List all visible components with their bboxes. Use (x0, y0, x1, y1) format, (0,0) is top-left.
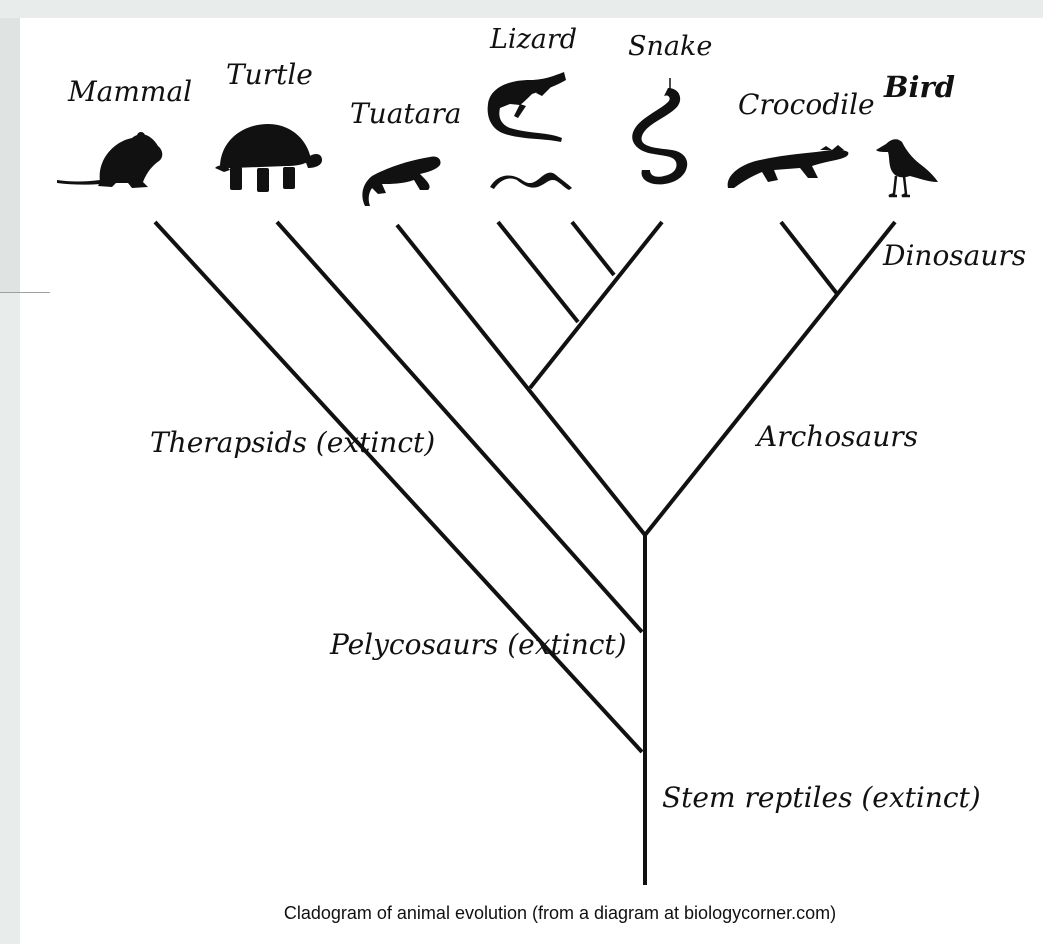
bird-icon (876, 139, 938, 196)
clade-label-dinosaurs: Dinosaurs (882, 239, 1026, 272)
branch-mammal (155, 222, 642, 752)
clade-label-therapsids: Therapsids (extinct) (150, 426, 435, 459)
taxon-label-snake: Snake (628, 31, 712, 62)
branch-snake (530, 222, 662, 388)
branch-tuatara (397, 225, 645, 535)
crocodile-icon (728, 145, 849, 188)
taxon-label-crocodile: Crocodile (738, 88, 875, 121)
clade-label-pelycosaurs: Pelycosaurs (extinct) (329, 628, 627, 661)
snake-icon (632, 78, 687, 184)
taxon-label-lizard: Lizard (489, 24, 577, 55)
branch-bird (645, 222, 895, 535)
taxon-label-mammal: Mammal (67, 75, 192, 108)
branch-lizard-b (572, 222, 614, 275)
taxon-label-bird: Bird (883, 70, 955, 104)
clade-label-archosaurs: Archosaurs (754, 420, 918, 453)
taxon-label-turtle: Turtle (226, 58, 313, 91)
branch-crocodile (781, 222, 838, 295)
tuatara-icon (362, 157, 440, 206)
turtle-icon (215, 124, 322, 192)
mammal-icon (57, 132, 162, 188)
lizard-icon (488, 72, 572, 190)
taxon-label-tuatara: Tuatara (350, 97, 461, 130)
clade-label-stem-reptiles: Stem reptiles (extinct) (662, 781, 981, 814)
branch-lizard (498, 222, 578, 322)
figure-caption: Cladogram of animal evolution (from a di… (0, 903, 1043, 924)
